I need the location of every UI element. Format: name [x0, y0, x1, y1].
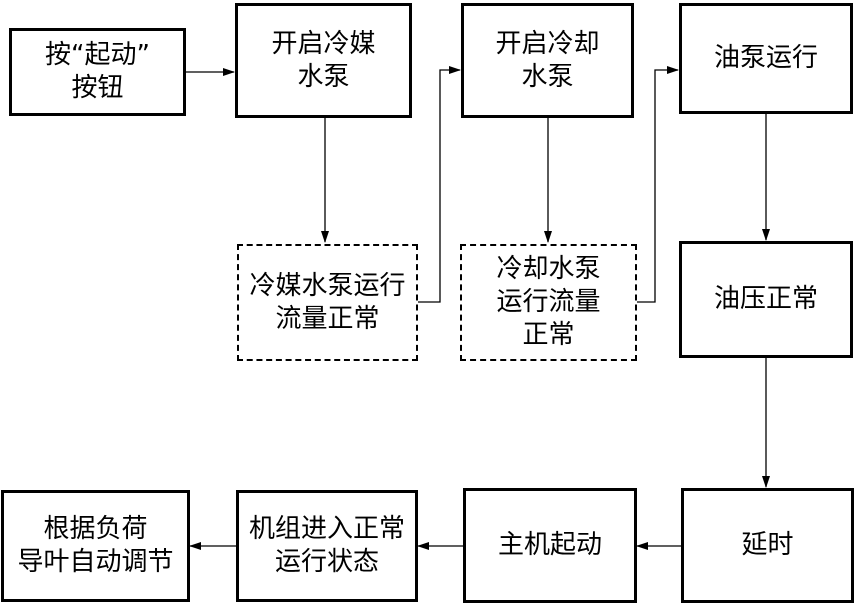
node-coolant-flow-ok: 冷媒水泵运行 流量正常	[237, 244, 418, 361]
node-delay-label: 延时	[741, 530, 794, 560]
edge-coolant-flow-to-cooling-pump	[418, 66, 461, 303]
node-unit-normal: 机组进入正常 运行状态	[236, 490, 418, 602]
node-cooling-pump-on: 开启冷却 水泵	[461, 3, 634, 118]
node-oil-pressure-ok: 油压正常	[679, 241, 853, 358]
node-coolant-flow-ok-label: 冷媒水泵运行 流量正常	[249, 270, 406, 334]
node-main-start-label: 主机起动	[497, 530, 602, 560]
node-oil-pump-run-label: 油泵运行	[713, 43, 818, 73]
edge-cooling-flow-to-oil-pump	[637, 66, 679, 303]
node-guide-vane: 根据负荷 导叶自动调节	[1, 490, 190, 602]
node-coolant-pump-on: 开启冷媒 水泵	[235, 3, 412, 118]
node-start-button-label: 按“起动” 按钮	[45, 40, 150, 103]
node-start-button: 按“起动” 按钮	[9, 28, 186, 116]
node-oil-pump-run: 油泵运行	[679, 3, 853, 114]
node-delay: 延时	[681, 488, 854, 603]
node-unit-normal-label: 机组进入正常 运行状态	[248, 514, 405, 577]
node-cooling-flow-ok: 冷却水泵 运行流量 正常	[460, 244, 637, 361]
node-guide-vane-label: 根据负荷 导叶自动调节	[17, 514, 174, 577]
node-cooling-pump-on-label: 开启冷却 水泵	[495, 28, 600, 92]
node-cooling-flow-ok-label: 冷却水泵 运行流量 正常	[496, 254, 601, 350]
node-coolant-pump-on-label: 开启冷媒 水泵	[271, 28, 376, 92]
node-main-start: 主机起动	[463, 488, 637, 603]
node-oil-pressure-ok-label: 油压正常	[713, 284, 818, 314]
